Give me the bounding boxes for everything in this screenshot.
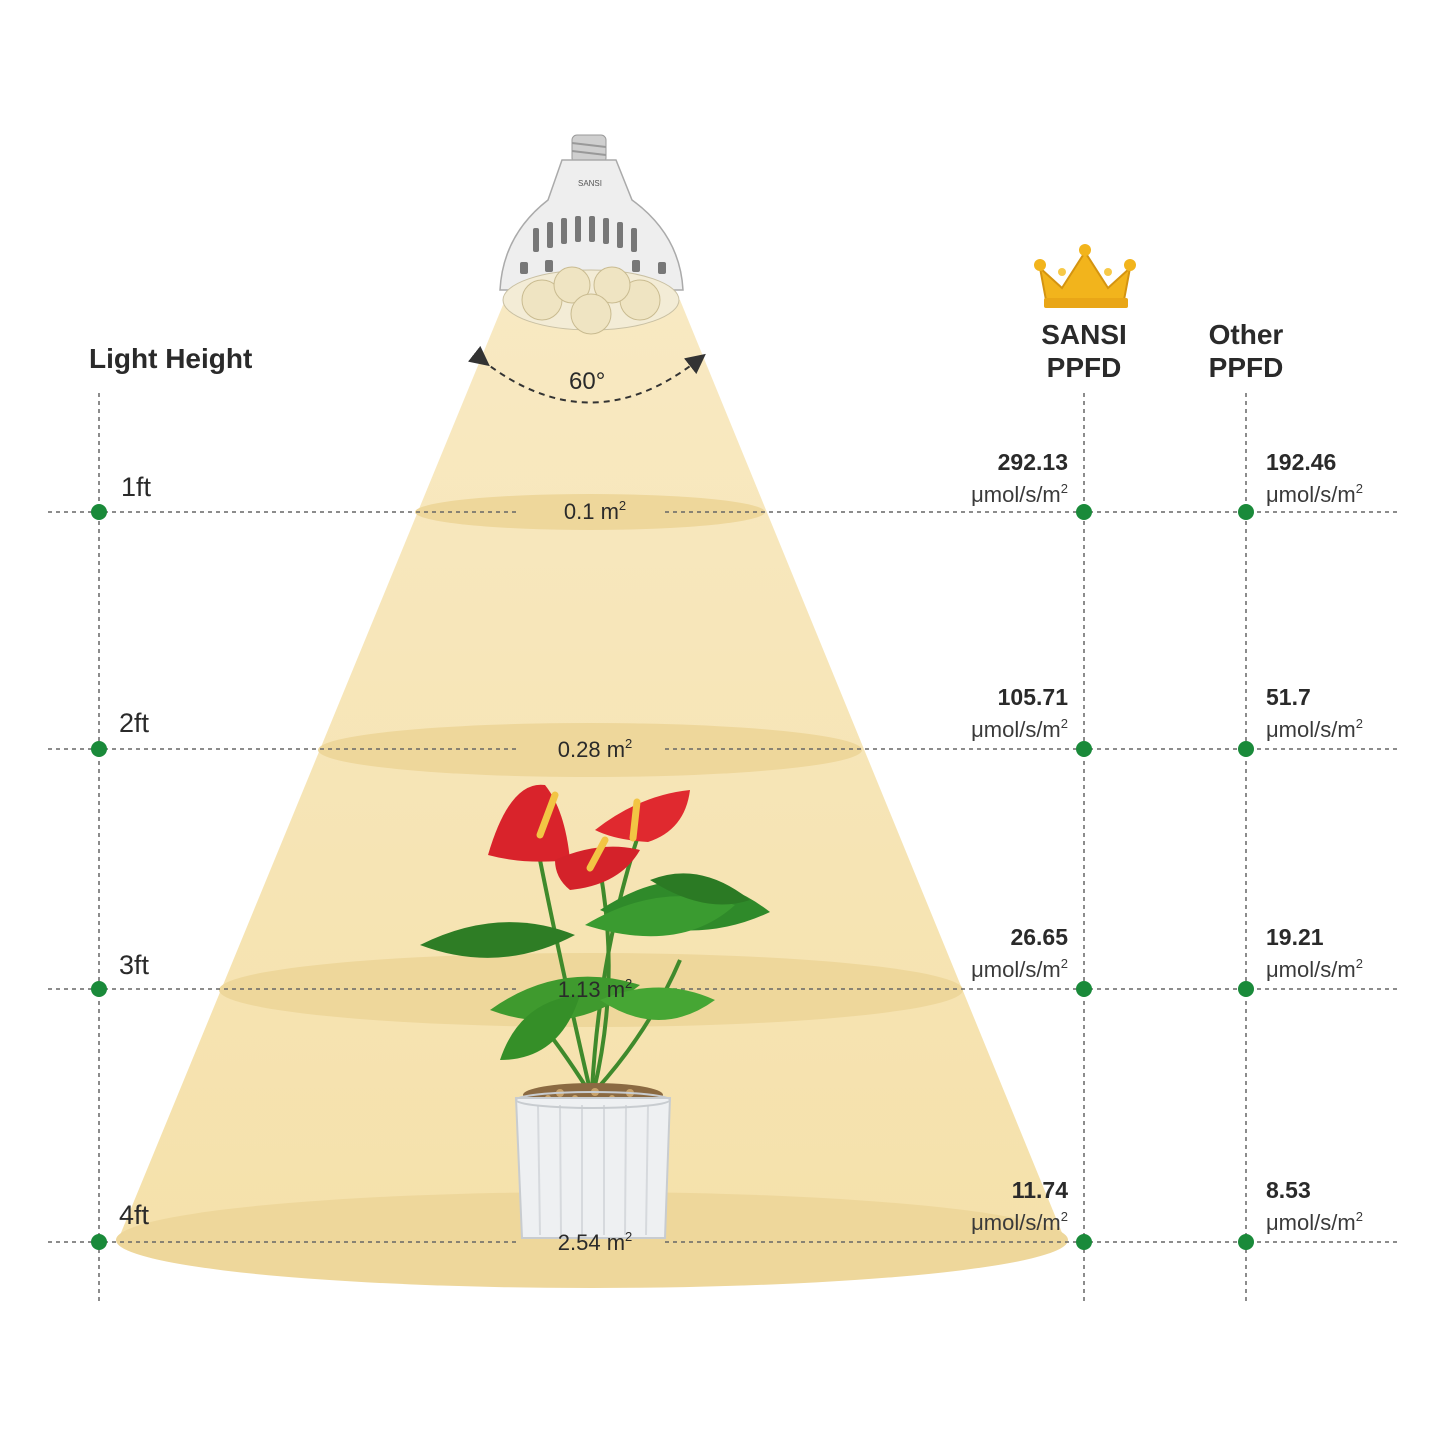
area-ellipse-2ft (318, 723, 862, 777)
dot-sansi-4ft (1076, 1234, 1092, 1250)
dot-sansi-3ft (1076, 981, 1092, 997)
area-ellipse-4ft (116, 1192, 1068, 1288)
sansi-value: 11.74 (1011, 1177, 1068, 1203)
area-value-3ft: 1.13 (557, 977, 601, 1002)
dot-sansi-1ft (1076, 504, 1092, 520)
sansi-value: 105.71 (997, 684, 1068, 710)
ppfd-unit-text: μmol/s/m (1266, 957, 1356, 982)
level-dots (91, 504, 1254, 1250)
area-value-2ft: 0.28 (557, 737, 601, 762)
other-value: 8.53 (1266, 1177, 1311, 1203)
dot-height-4ft (91, 1234, 107, 1250)
area-ellipse-1ft (415, 494, 765, 530)
beam-angle-label: 60° (569, 368, 606, 395)
level-lines (48, 511, 1400, 1243)
height-label-1ft: 1ft (121, 472, 152, 502)
crown-icon (1034, 244, 1136, 308)
other-ppfd-4ft: 8.53 μmol/s/m2 (1266, 1176, 1363, 1236)
ppfd-unit: μmol/s/m2 (971, 481, 1068, 507)
dot-other-1ft (1238, 504, 1254, 520)
beam-angle-arc (467, 345, 706, 404)
dot-sansi-2ft (1076, 741, 1092, 757)
sansi-ppfd-3ft: 26.65 μmol/s/m2 (971, 923, 1068, 983)
dot-other-3ft (1238, 981, 1254, 997)
sansi-ppfd-header: SANSI PPFD (1024, 318, 1144, 384)
height-label-4ft: 4ft (119, 1200, 150, 1230)
area-unit: m (606, 1230, 626, 1255)
dot-other-2ft (1238, 741, 1254, 757)
potted-anthurium-plant-icon (420, 784, 770, 1239)
sansi-ppfd-1ft: 292.13 μmol/s/m2 (971, 448, 1068, 508)
sansi-value: 26.65 (1010, 924, 1068, 950)
ppfd-unit: μmol/s/m2 (971, 1209, 1068, 1235)
other-value: 19.21 (1266, 924, 1324, 950)
dot-height-1ft (91, 504, 107, 520)
ppfd-unit: μmol/s/m2 (1266, 481, 1363, 507)
other-ppfd-header: Other PPFD (1196, 318, 1296, 384)
ppfd-unit-text: μmol/s/m (1266, 482, 1356, 507)
other-value: 192.46 (1266, 449, 1337, 475)
dot-height-3ft (91, 981, 107, 997)
bulb-brand-label: SANSI (578, 179, 602, 188)
sansi-header-line1: SANSI (1041, 319, 1127, 350)
ppfd-unit: μmol/s/m2 (1266, 1209, 1363, 1235)
ppfd-unit-text: μmol/s/m (971, 957, 1061, 982)
height-label-2ft: 2ft (119, 708, 150, 738)
sansi-value: 292.13 (997, 449, 1068, 475)
area-label-4ft: 2.54 m2 (557, 1229, 633, 1255)
other-header-line2: PPFD (1208, 352, 1284, 383)
ppfd-unit: μmol/s/m2 (971, 956, 1068, 982)
area-label-1ft: 0.1 m2 (563, 498, 627, 524)
area-unit: m (606, 977, 626, 1002)
ppfd-unit-text: μmol/s/m (1266, 717, 1356, 742)
area-label-3ft: 1.13 m2 (557, 976, 633, 1002)
sansi-header-line2: PPFD (1046, 352, 1122, 383)
ppfd-unit: μmol/s/m2 (1266, 716, 1363, 742)
dot-height-2ft (91, 741, 107, 757)
ppfd-unit-text: μmol/s/m (1266, 1210, 1356, 1235)
grow-light-bulb-icon: SANSI (499, 134, 684, 335)
area-value-4ft: 2.54 (557, 1230, 601, 1255)
sansi-ppfd-4ft: 11.74 μmol/s/m2 (971, 1176, 1068, 1236)
ppfd-unit-text: μmol/s/m (971, 482, 1061, 507)
area-value-1ft: 0.1 (563, 499, 595, 524)
ppfd-unit-text: μmol/s/m (971, 717, 1061, 742)
other-ppfd-1ft: 192.46 μmol/s/m2 (1266, 448, 1363, 508)
other-header-line1: Other (1208, 319, 1284, 350)
sansi-ppfd-2ft: 105.71 μmol/s/m2 (971, 683, 1068, 743)
ppfd-unit: μmol/s/m2 (1266, 956, 1363, 982)
other-ppfd-2ft: 51.7 μmol/s/m2 (1266, 683, 1363, 743)
ppfd-unit: μmol/s/m2 (971, 716, 1068, 742)
light-height-title: Light Height (89, 343, 253, 374)
area-unit: m (600, 499, 619, 524)
dot-other-4ft (1238, 1234, 1254, 1250)
other-value: 51.7 (1266, 684, 1311, 710)
area-unit: m (606, 737, 626, 762)
ppfd-unit-text: μmol/s/m (971, 1210, 1061, 1235)
height-label-3ft: 3ft (119, 950, 150, 980)
area-label-2ft: 0.28 m2 (557, 736, 633, 762)
other-ppfd-3ft: 19.21 μmol/s/m2 (1266, 923, 1363, 983)
